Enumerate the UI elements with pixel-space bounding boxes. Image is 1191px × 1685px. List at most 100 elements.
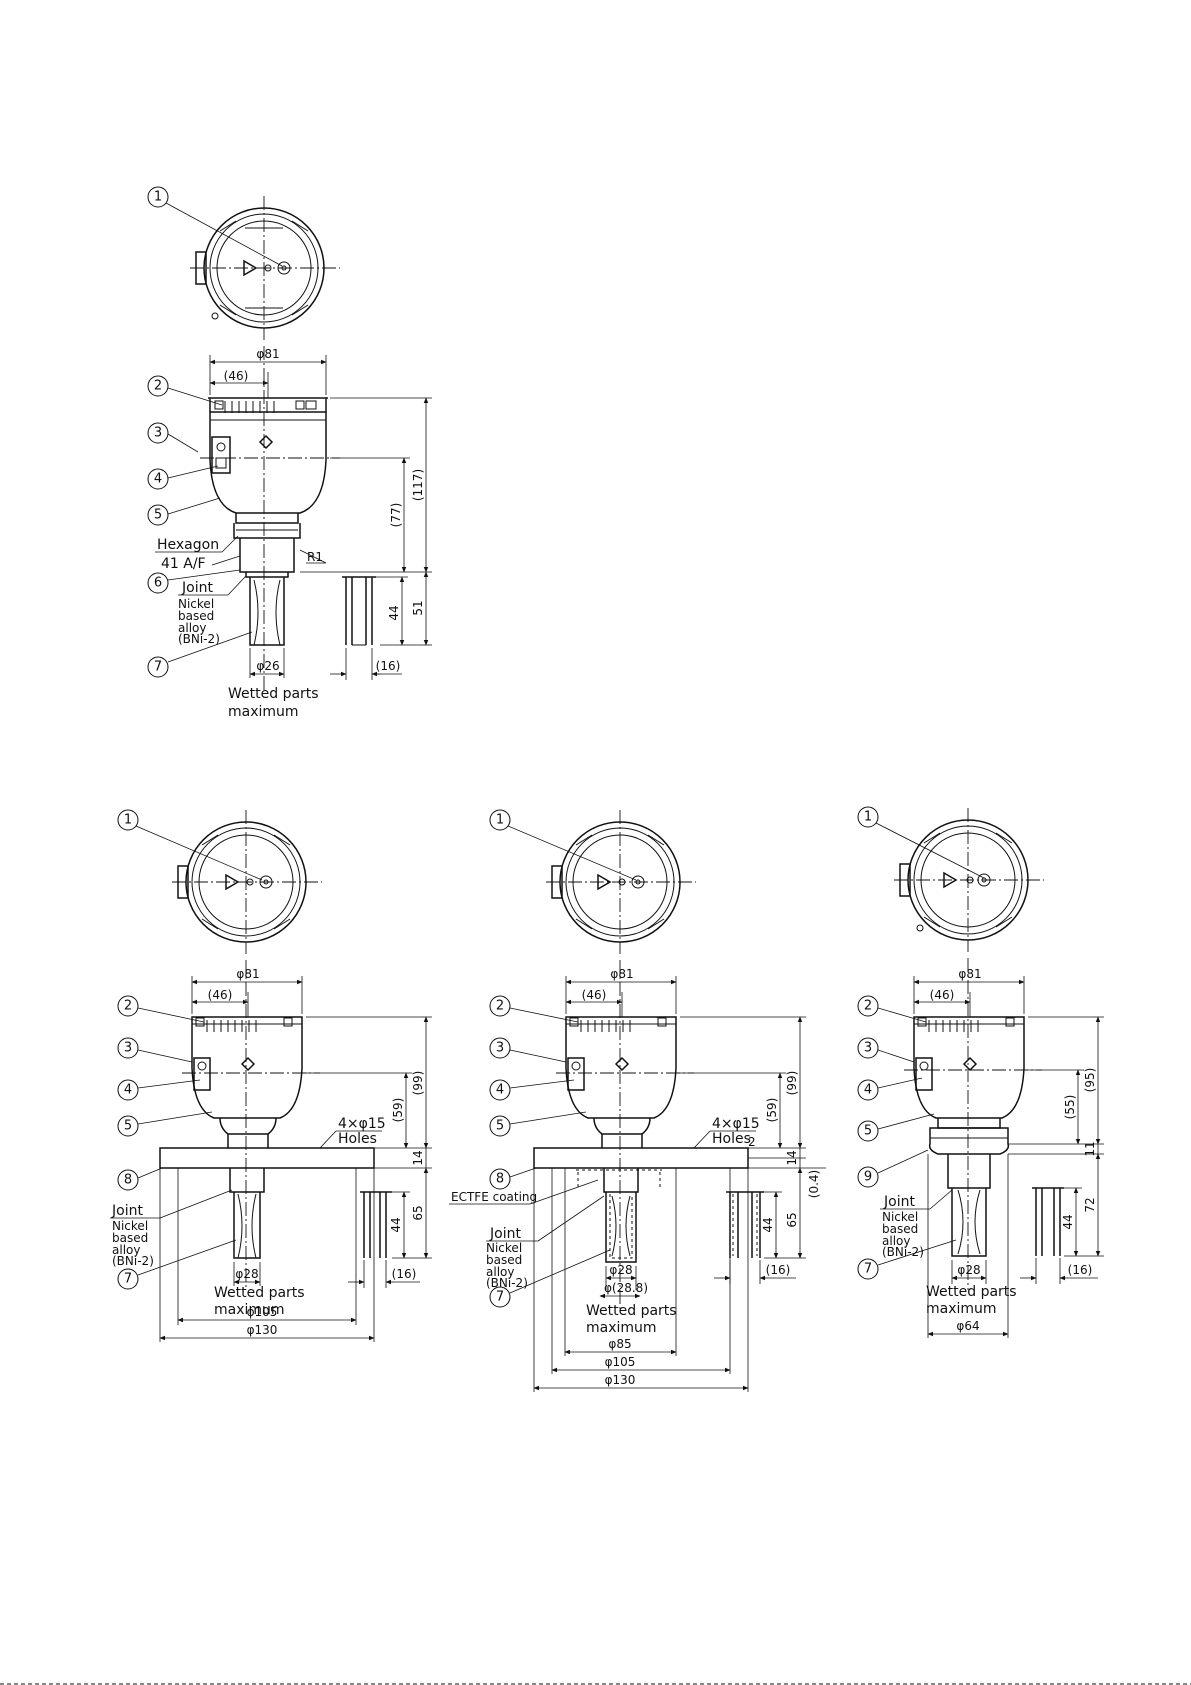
view-b-alloy-4: (BNi-2) <box>112 1254 154 1268</box>
view-b-dia81: φ81 <box>236 967 259 981</box>
view-b-holes-1: 4×φ15 <box>338 1116 386 1132</box>
view-c-wetted-2: maximum <box>586 1320 657 1336</box>
view-a-screwed: φ81 (46) (117) (77) 51 44 (16) φ26 R1 <box>147 186 432 720</box>
view-b-joint: Joint <box>111 1203 143 1219</box>
callout-3: 3 <box>864 1041 872 1056</box>
callout-1: 1 <box>154 190 162 205</box>
view-d-joint: Joint <box>883 1194 915 1210</box>
view-b-d28: φ28 <box>235 1267 258 1281</box>
view-a-dia81: φ81 <box>256 347 279 361</box>
view-c-coating: ECTFE coating <box>451 1190 537 1204</box>
view-b-dimensions: φ81 (46) (99) (59) 14 65 44 (16) 4×φ15 <box>159 967 432 1341</box>
view-a-callouts: 1 2 3 4 5 6 7 Hexagon 41 A/F Joint Nicke… <box>147 186 319 720</box>
view-c-d85: φ85 <box>608 1337 631 1351</box>
view-c-d105: φ105 <box>605 1355 636 1369</box>
view-a-wetted-1: Wetted parts <box>228 686 319 702</box>
view-a-hexagon: Hexagon <box>157 537 219 553</box>
view-c-joint: Joint <box>489 1226 521 1242</box>
view-d-h11: 11 <box>1083 1141 1097 1156</box>
view-c-h65: 65 <box>785 1212 799 1227</box>
view-c-alloy-4: (BNi-2) <box>486 1276 528 1290</box>
view-d-alloy-4: (BNi-2) <box>882 1245 924 1259</box>
view-d-h55: (55) <box>1063 1095 1077 1120</box>
view-c-h14: 14 <box>785 1150 799 1165</box>
view-a-d26: φ26 <box>256 659 279 673</box>
view-c-h2: 2 <box>748 1135 756 1149</box>
view-c-d16: (16) <box>766 1263 791 1277</box>
view-c-callouts: 1 2 3 4 5 8 7 ECTFE coating Joint Nickel… <box>449 809 677 1336</box>
view-b-wetted-2: maximum <box>214 1302 285 1318</box>
callout-3: 3 <box>496 1041 504 1056</box>
view-b-d44: 44 <box>389 1217 403 1232</box>
view-a-h117: (117) <box>411 469 425 501</box>
view-c-d288: φ(28.8) <box>604 1281 648 1295</box>
callout-4: 4 <box>124 1083 132 1098</box>
callout-7: 7 <box>154 660 162 675</box>
view-c-dia81: φ81 <box>610 967 633 981</box>
view-d-alloy-1: Nickel <box>882 1210 918 1224</box>
view-a-h77: (77) <box>389 503 403 528</box>
view-a-h51: 51 <box>411 600 425 615</box>
view-b-d105: φ105 <box>247 1305 278 1319</box>
view-d-d64: φ64 <box>956 1319 979 1333</box>
callout-5: 5 <box>154 508 162 523</box>
view-d-dimensions: φ81 (46) (95) (55) 11 72 44 (16) φ28 <box>913 967 1104 1337</box>
callout-2: 2 <box>154 379 162 394</box>
view-c-dimensions: φ81 (46) (99) (59) 14 2 (0.4) 65 44 (16)… <box>533 967 826 1391</box>
view-d-alloy-2: based <box>882 1222 918 1236</box>
callout-2: 2 <box>496 999 504 1014</box>
view-b-w46: (46) <box>208 988 233 1002</box>
view-b-callouts: 1 2 3 4 5 8 7 Joint Nickel based alloy (… <box>110 809 305 1318</box>
callout-9: 9 <box>864 1170 872 1185</box>
view-b-front-view <box>159 960 392 1342</box>
view-c-d44: 44 <box>761 1217 775 1232</box>
callout-7: 7 <box>124 1272 132 1287</box>
view-c-h59: (59) <box>765 1098 779 1123</box>
view-b-h99: (99) <box>411 1071 425 1096</box>
view-d-front-view <box>904 958 1064 1338</box>
view-a-alloy-2: based <box>178 609 214 623</box>
callout-3: 3 <box>124 1041 132 1056</box>
view-c-w46: (46) <box>582 988 607 1002</box>
view-d-clamp: φ81 (46) (95) (55) 11 72 44 (16) φ28 <box>857 806 1104 1338</box>
view-d-d44: 44 <box>1061 1214 1075 1229</box>
view-c-holes-2: Holes <box>712 1131 751 1147</box>
view-a-d16: (16) <box>376 659 401 673</box>
view-b-top-view <box>172 810 322 954</box>
callout-7: 7 <box>864 1262 872 1277</box>
view-b-h14: 14 <box>411 1150 425 1165</box>
view-c-wetted-1: Wetted parts <box>586 1303 677 1319</box>
view-c-top-view <box>546 810 696 954</box>
view-b-d16: (16) <box>392 1267 417 1281</box>
view-b-h59: (59) <box>391 1098 405 1123</box>
view-a-alloy-3: alloy <box>178 621 206 635</box>
view-b-alloy-1: Nickel <box>112 1219 148 1233</box>
view-d-h72: 72 <box>1083 1197 1097 1212</box>
view-d-w46: (46) <box>930 988 955 1002</box>
view-a-wetted-2: maximum <box>228 704 299 720</box>
view-a-d44: 44 <box>387 605 401 620</box>
view-c-alloy-2: based <box>486 1253 522 1267</box>
view-a-alloy-4: (BNi-2) <box>178 632 220 646</box>
callout-1: 1 <box>496 813 504 828</box>
callout-4: 4 <box>496 1083 504 1098</box>
view-d-h95: (95) <box>1083 1068 1097 1093</box>
callout-4: 4 <box>154 472 162 487</box>
view-b-alloy-3: alloy <box>112 1243 140 1257</box>
callout-6: 6 <box>154 576 162 591</box>
callout-3: 3 <box>154 426 162 441</box>
callout-8: 8 <box>124 1173 132 1188</box>
view-b-d130: φ130 <box>247 1323 278 1337</box>
view-a-thread: R1 <box>307 550 323 564</box>
callout-4: 4 <box>864 1083 872 1098</box>
view-d-dia81: φ81 <box>958 967 981 981</box>
view-d-wetted-2: maximum <box>926 1301 997 1317</box>
view-b-holes-2: Holes <box>338 1131 377 1147</box>
view-d-d16: (16) <box>1068 1263 1093 1277</box>
view-a-af: 41 A/F <box>161 556 206 572</box>
view-c-flanged-coated: φ81 (46) (99) (59) 14 2 (0.4) 65 44 (16)… <box>449 809 826 1392</box>
callout-7: 7 <box>496 1290 504 1305</box>
view-d-alloy-3: alloy <box>882 1234 910 1248</box>
view-d-d28: φ28 <box>957 1263 980 1277</box>
